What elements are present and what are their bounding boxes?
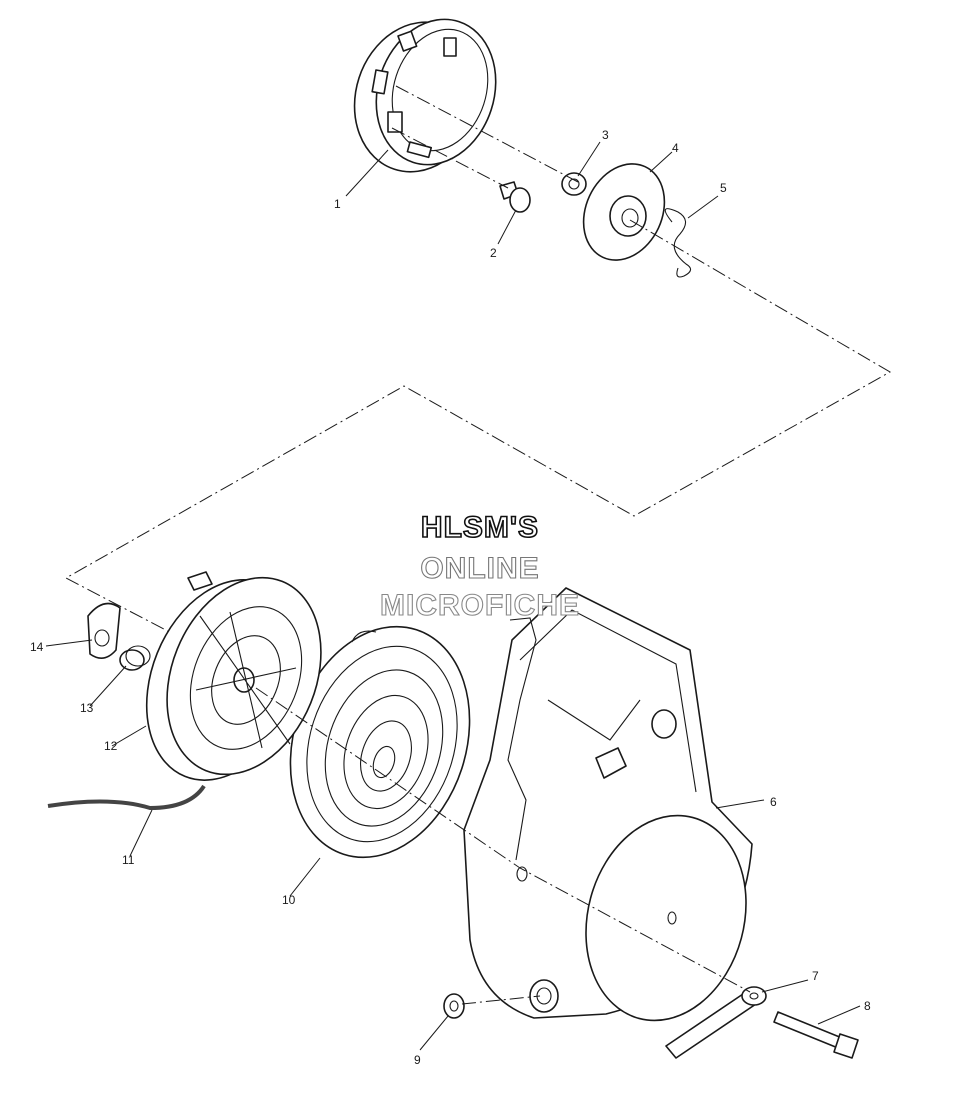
part-12-pulley: [145, 571, 322, 781]
callout-7: 7: [812, 969, 819, 983]
callout-4: 4: [672, 141, 679, 155]
part-10-spring: [289, 625, 471, 859]
callout-11: 11: [122, 853, 135, 867]
part-8-bolt: [773, 1011, 859, 1059]
callout-14: 14: [30, 640, 44, 654]
part-7-stop: [665, 986, 767, 1059]
part-4-plate: [582, 163, 666, 261]
callout-2: 2: [490, 246, 497, 260]
part-1-drum: [353, 18, 497, 173]
callout-13: 13: [80, 701, 94, 715]
part-2-bolt: [499, 181, 531, 213]
part-14-pawl: [87, 602, 121, 659]
callout-5: 5: [720, 181, 727, 195]
part-13-spring: [119, 645, 151, 671]
part-6-housing: [463, 587, 753, 1022]
part-9-plug: [443, 993, 465, 1019]
watermark-line-1: HLSM'S: [420, 510, 540, 545]
callout-9: 9: [414, 1053, 421, 1067]
callout-12: 12: [104, 739, 118, 753]
part-5-clip: [664, 208, 692, 278]
part-11-rope: [47, 784, 206, 811]
callout-10: 10: [282, 893, 296, 907]
callout-3: 3: [602, 128, 609, 142]
watermark-line-2: ONLINE: [420, 551, 540, 585]
part-3-nut: [561, 172, 587, 196]
callout-1: 1: [334, 197, 341, 211]
callout-6: 6: [770, 795, 777, 809]
callout-8: 8: [864, 999, 871, 1013]
watermark-line-3: MICROFICHE: [379, 588, 580, 622]
callout-leaders: [45, 141, 861, 1051]
